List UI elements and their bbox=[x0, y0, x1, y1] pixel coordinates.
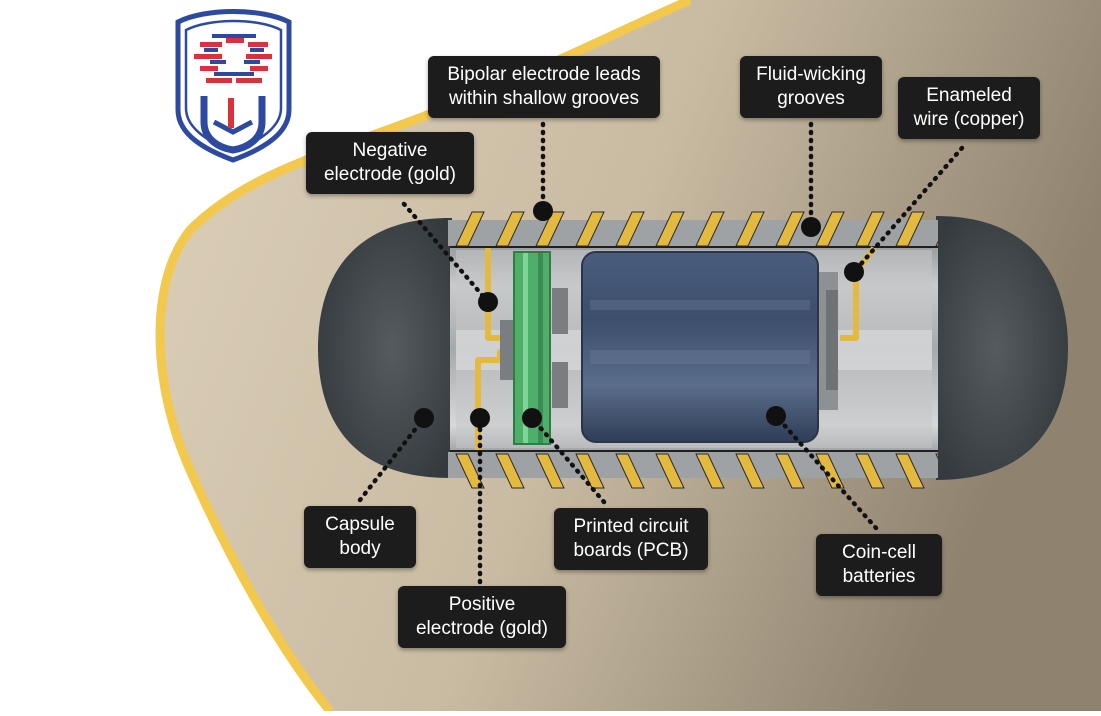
gold-wire-coil bbox=[495, 453, 525, 489]
top-grooves bbox=[448, 211, 938, 247]
gold-wire-coil bbox=[895, 453, 925, 489]
leader-coin-cell bbox=[773, 413, 879, 531]
gold-wire-coil bbox=[735, 211, 765, 247]
gold-wire-coil bbox=[455, 453, 485, 489]
gold-wire-coil bbox=[695, 211, 725, 247]
gold-wire-coil bbox=[895, 211, 925, 247]
label-enameled-wire-line2: wire (copper) bbox=[913, 109, 1025, 130]
label-pcb-line1: Printed circuit bbox=[573, 516, 689, 537]
contact-tab-left bbox=[500, 320, 514, 380]
leader-pcb-dot bbox=[522, 408, 542, 428]
label-positive-electrode-line1: Positive bbox=[448, 594, 516, 615]
label-bipolar-leads-line1: Bipolar electrode leads bbox=[447, 64, 641, 85]
leader-negative-electrode bbox=[401, 201, 491, 305]
contact-tab-upper bbox=[552, 288, 568, 334]
leader-capsule-body-dot bbox=[414, 408, 434, 428]
label-capsule-body-line2: body bbox=[339, 538, 381, 559]
gold-wire-coil bbox=[775, 453, 805, 489]
gold-wire-coil bbox=[575, 453, 605, 489]
leader-enameled-wire bbox=[851, 145, 965, 275]
gold-wire-coil bbox=[575, 211, 605, 247]
shield-emblem-icon bbox=[175, 9, 292, 163]
label-enameled-wire-line1: Enameled bbox=[926, 85, 1012, 106]
leader-bipolar-leads-dot bbox=[533, 201, 553, 221]
label-bipolar-leads: Bipolar electrode leads within shallow g… bbox=[428, 56, 660, 118]
coin-cell-battery bbox=[581, 251, 838, 443]
gold-wire-coil bbox=[815, 211, 845, 247]
label-fluid-wicking-line1: Fluid-wicking bbox=[756, 64, 866, 85]
label-coin-cell-line2: batteries bbox=[842, 566, 916, 587]
leader-capsule-body bbox=[357, 415, 427, 503]
gold-wire-coil bbox=[535, 453, 565, 489]
gold-wire-coil bbox=[655, 211, 685, 247]
label-capsule-body: Capsule body bbox=[304, 506, 416, 568]
leader-negative-electrode-dot bbox=[478, 292, 498, 312]
gold-wire-coil bbox=[855, 211, 885, 247]
label-enameled-wire: Enameled wire (copper) bbox=[898, 77, 1040, 139]
leader-pcb bbox=[529, 415, 607, 505]
gold-wire-coil bbox=[455, 211, 485, 247]
label-coin-cell-line1: Coin-cell bbox=[842, 542, 916, 563]
label-pcb-line2: boards (PCB) bbox=[573, 540, 689, 561]
gold-wire-coil bbox=[615, 211, 645, 247]
contact-tab-lower bbox=[552, 362, 568, 408]
gold-wire-coil bbox=[935, 453, 938, 460]
leader-lines bbox=[357, 121, 965, 585]
gold-wire-coil bbox=[735, 453, 765, 489]
leader-enameled-wire-dot bbox=[844, 262, 864, 282]
gold-wire-coil bbox=[775, 211, 805, 247]
label-pcb: Printed circuit boards (PCB) bbox=[554, 508, 708, 570]
label-positive-electrode-line2: electrode (gold) bbox=[415, 618, 549, 639]
label-fluid-wicking-line2: grooves bbox=[777, 88, 845, 109]
gold-wire-coil bbox=[535, 211, 565, 247]
capsule-end-right bbox=[936, 216, 1068, 480]
label-fluid-wicking: Fluid-wicking grooves bbox=[740, 56, 882, 118]
label-negative-electrode-line1: Negative bbox=[352, 140, 428, 161]
enameled-wire-lead bbox=[840, 246, 877, 341]
gold-wire-coil bbox=[495, 211, 525, 247]
gold-wire-coil bbox=[655, 453, 685, 489]
bottom-grooves bbox=[448, 452, 938, 489]
label-coin-cell: Coin-cell batteries bbox=[816, 534, 942, 596]
label-negative-electrode: Negative electrode (gold) bbox=[306, 132, 474, 194]
gold-wire-coil bbox=[615, 453, 645, 489]
label-bipolar-leads-line2: within shallow grooves bbox=[448, 88, 640, 109]
label-capsule-body-line1: Capsule bbox=[325, 514, 395, 535]
gold-wire-coil bbox=[935, 240, 938, 247]
leader-fluid-wicking-dot bbox=[801, 217, 821, 237]
gold-wire-coil bbox=[815, 453, 845, 489]
label-positive-electrode: Positive electrode (gold) bbox=[398, 586, 566, 648]
leader-coin-cell-dot bbox=[766, 406, 786, 426]
label-negative-electrode-line2: electrode (gold) bbox=[323, 164, 457, 185]
gold-wire-coil bbox=[695, 453, 725, 489]
leader-positive-electrode-dot bbox=[470, 408, 490, 428]
gold-wire-coil bbox=[855, 453, 885, 489]
